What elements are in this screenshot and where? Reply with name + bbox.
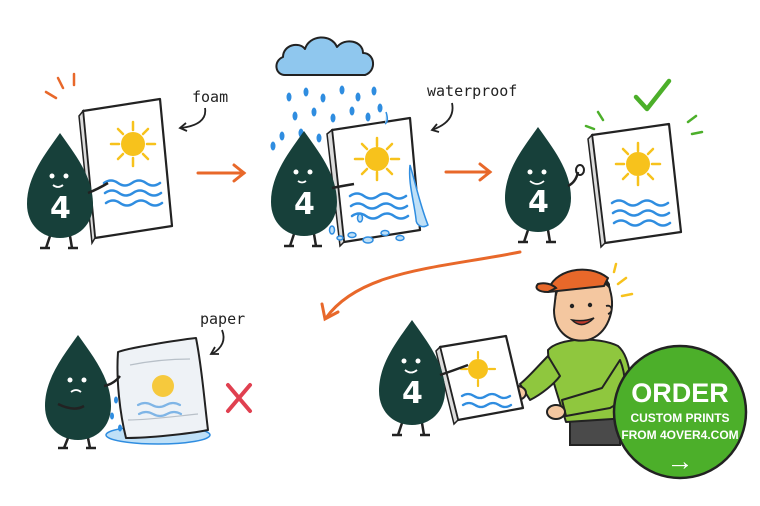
mascot-number: 4 bbox=[402, 376, 423, 411]
badge-title: ORDER bbox=[631, 378, 729, 408]
waves-icon bbox=[136, 401, 183, 418]
label-pointer-foam bbox=[180, 107, 207, 129]
scene-waterproof: 4 waterproof bbox=[270, 36, 517, 248]
cross-icon bbox=[226, 383, 252, 413]
label-paper: paper bbox=[200, 310, 245, 328]
arrow-icon bbox=[444, 162, 493, 182]
rain-cloud-icon bbox=[275, 36, 374, 76]
sparkle-marks bbox=[584, 110, 704, 136]
sun-icon bbox=[109, 120, 157, 168]
sparkle-marks bbox=[612, 262, 634, 298]
waves-icon bbox=[102, 179, 164, 207]
sun-icon bbox=[459, 350, 497, 388]
water-runoff bbox=[328, 111, 429, 244]
scene-success: 4 bbox=[505, 78, 704, 249]
scene-paper: paper bbox=[45, 310, 252, 450]
mascot-number: 4 bbox=[50, 191, 71, 226]
customer-person bbox=[507, 268, 633, 446]
arrow-icon bbox=[320, 250, 522, 322]
badge-website: FROM 4OVER4.COM bbox=[621, 428, 738, 442]
mascot-drop-2: 4 bbox=[271, 131, 355, 248]
rain-drops bbox=[270, 85, 383, 151]
arrow-icon bbox=[196, 163, 247, 183]
label-foam: foam bbox=[192, 88, 228, 106]
excitement-marks bbox=[44, 72, 76, 100]
mascot-drop-4 bbox=[45, 335, 121, 450]
mascot-drop-5: 4 bbox=[379, 320, 469, 437]
badge-subtitle: CUSTOM PRINTS bbox=[630, 411, 729, 425]
mascot-drop-1: 4 bbox=[27, 133, 109, 250]
arrow-right-icon: → bbox=[667, 446, 694, 476]
scene-foam: 4 foam bbox=[27, 72, 228, 250]
waves-icon bbox=[460, 392, 513, 409]
scene-handoff: 4 bbox=[379, 262, 634, 446]
sun-icon bbox=[353, 136, 401, 182]
check-icon bbox=[633, 78, 672, 112]
label-pointer-paper bbox=[211, 329, 225, 355]
label-waterproof: waterproof bbox=[427, 82, 517, 100]
mascot-drop-3: 4 bbox=[505, 127, 585, 244]
waves-icon bbox=[610, 199, 672, 227]
foam-board bbox=[81, 97, 174, 240]
label-pointer-waterproof bbox=[431, 102, 454, 131]
sun-icon bbox=[614, 141, 662, 187]
mascot-number: 4 bbox=[294, 187, 315, 222]
order-badge[interactable]: ORDER CUSTOM PRINTS FROM 4OVER4.COM → bbox=[612, 344, 748, 480]
sun-icon bbox=[152, 375, 174, 397]
mascot-number: 4 bbox=[528, 185, 549, 220]
drips bbox=[110, 396, 122, 432]
